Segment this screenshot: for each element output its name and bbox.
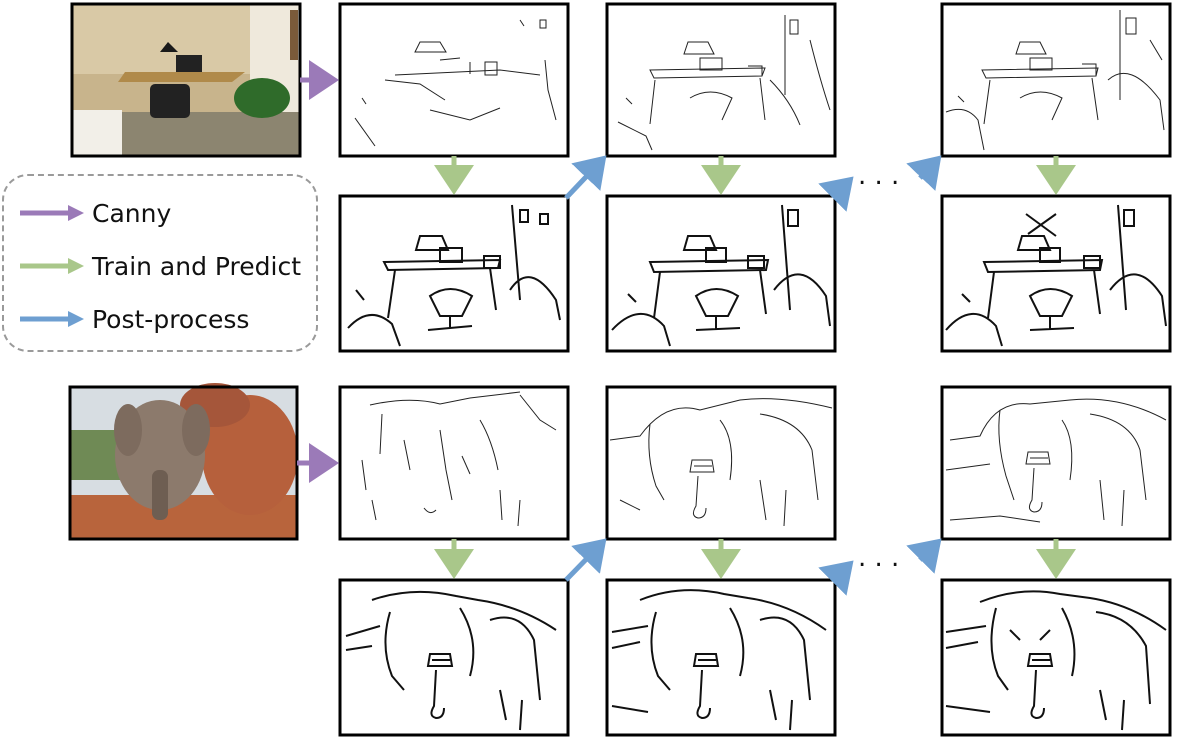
elephant-edge-iter-1 <box>338 578 570 737</box>
elephant-edge-iter-2 <box>605 385 837 541</box>
legend-label-canny: Canny <box>92 198 172 228</box>
legend-box: Canny Train and Predict Post-process <box>2 174 318 352</box>
office-photo <box>70 2 302 158</box>
elephant-photo <box>68 383 299 541</box>
office-edge-iter-n-pred <box>940 194 1172 353</box>
office-edge-iter-2 <box>605 2 837 158</box>
office-edge-iter-1 <box>338 194 570 353</box>
post-arrow-r2a <box>564 538 607 582</box>
legend-label-train: Train and Predict <box>92 251 302 281</box>
post-arrow-r1a <box>564 155 607 200</box>
office-edge-iter-2-pred <box>605 194 837 353</box>
office-canny-edges <box>338 2 570 158</box>
elephant-edge-iter-n <box>940 385 1172 541</box>
legend-item-post: Post-process <box>18 302 249 336</box>
elephant-edge-iter-2-pred <box>605 578 837 737</box>
post-arrow-r1c <box>906 155 942 191</box>
legend-arrow-green <box>20 258 84 274</box>
elephant-edge-iter-n-pred <box>940 578 1172 737</box>
legend-item-canny: Canny <box>18 196 171 230</box>
ellipsis-row1: . . . <box>858 161 899 191</box>
legend-item-train: Train and Predict <box>18 249 301 283</box>
post-arrow-r2c <box>906 538 942 574</box>
post-arrow-r1b <box>818 176 854 212</box>
office-edge-iter-n <box>940 2 1172 158</box>
post-arrow-r2b <box>818 560 854 596</box>
elephant-canny-edges <box>338 385 570 541</box>
legend-label-post: Post-process <box>92 304 250 334</box>
legend-arrow-blue <box>20 311 84 327</box>
legend-arrow-purple <box>20 205 84 221</box>
ellipsis-row2: . . . <box>858 543 899 573</box>
